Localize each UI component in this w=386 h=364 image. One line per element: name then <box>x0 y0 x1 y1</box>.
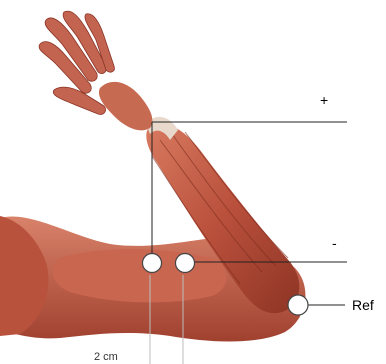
reference-label: Ref <box>352 298 374 312</box>
negative-label: - <box>332 236 337 250</box>
positive-label: + <box>320 93 328 107</box>
reference-electrode <box>288 295 308 315</box>
positive-electrode <box>143 254 162 273</box>
negative-electrode <box>176 254 195 273</box>
hand <box>99 82 152 130</box>
scale-label: 2 cm <box>94 352 118 363</box>
